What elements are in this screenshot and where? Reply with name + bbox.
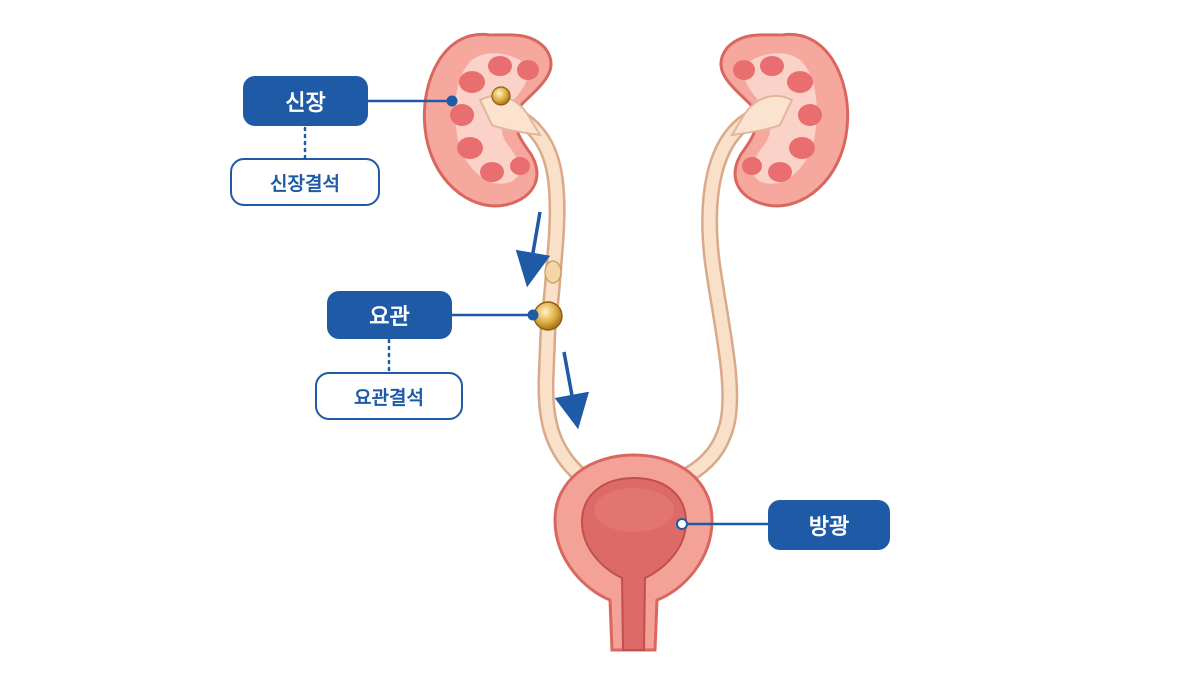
bladder	[553, 453, 714, 652]
right-kidney	[719, 32, 850, 208]
ureter-label: 요관	[327, 291, 452, 339]
right-ureter	[679, 109, 761, 484]
bladder-label: 방광	[768, 500, 890, 550]
stone-icon	[491, 86, 511, 106]
kidney-stone-label: 신장결석	[230, 158, 380, 206]
stone-icon	[544, 260, 562, 284]
flow-arrow-icon	[515, 211, 551, 288]
kidney-label: 신장	[243, 76, 368, 126]
left-kidney	[422, 32, 553, 208]
flow-arrow-icon	[554, 351, 590, 430]
left-ureter	[511, 109, 589, 484]
connectors	[303, 95, 768, 530]
ureter-stone-label: 요관결석	[315, 372, 463, 420]
